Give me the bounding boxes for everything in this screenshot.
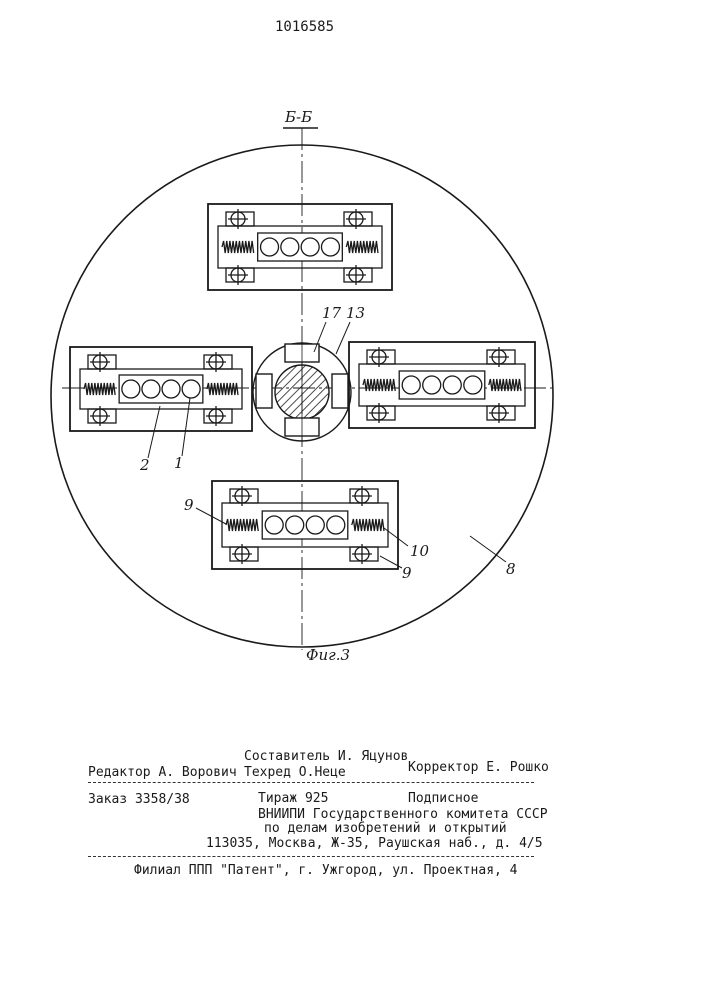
section-label: Б-Б <box>285 110 312 125</box>
leader-2 <box>148 406 160 458</box>
imprint-branch: Филиал ППП "Патент", г. Ужгород, ул. Про… <box>134 864 518 877</box>
callout-8: 8 <box>506 562 516 577</box>
leader-13 <box>336 322 350 354</box>
callout-9-left: 9 <box>184 498 194 513</box>
imprint-rule-top <box>88 782 534 783</box>
callout-1: 1 <box>174 456 184 471</box>
imprint-org-line1: ВНИИПИ Государственного комитета СССР <box>258 808 548 821</box>
imprint-circulation: Тираж 925 <box>258 792 328 805</box>
imprint-subscription: Подписное <box>408 792 478 805</box>
imprint-address: 113035, Москва, Ж-35, Раушская наб., д. … <box>206 837 543 850</box>
central-hub <box>253 343 351 441</box>
module-right <box>349 342 535 428</box>
callout-17: 17 <box>322 306 341 321</box>
callout-2: 2 <box>140 458 150 473</box>
imprint-order: Заказ 3358/38 <box>88 793 190 806</box>
leader-17 <box>314 322 326 352</box>
callout-10: 10 <box>410 544 429 559</box>
module-top <box>208 204 392 290</box>
imprint-rule-bottom <box>88 856 534 857</box>
module-left <box>70 347 252 431</box>
leader-1 <box>182 398 190 456</box>
callout-13: 13 <box>346 306 365 321</box>
imprint-corrector: Корректор Е. Рошко <box>408 761 549 774</box>
imprint-org-line2: по делам изобретений и открытий <box>264 822 507 835</box>
imprint-compiler: Составитель И. Яцунов <box>244 750 408 763</box>
figure-label: Фиг.3 <box>306 648 350 663</box>
callout-9-right: 9 <box>402 566 412 581</box>
module-bottom <box>212 481 398 569</box>
imprint-editor: Редактор А. Ворович <box>88 766 237 779</box>
imprint-techred: Техред О.Неце <box>244 766 346 779</box>
